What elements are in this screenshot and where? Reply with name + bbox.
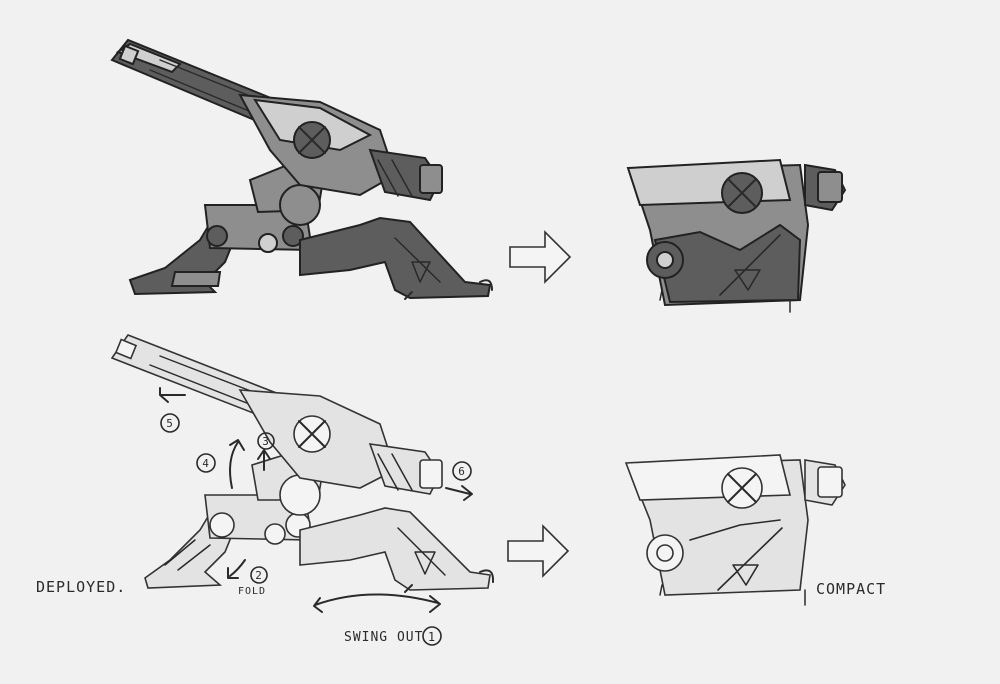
compact-label: COMPACT [816,580,886,598]
svg-text:4: 4 [202,457,210,470]
svg-text:3: 3 [262,435,270,448]
fold-label: FOLD [238,586,266,597]
up-arrow-icon [257,449,271,471]
swing-out-label: SWING OUT [344,630,423,645]
swing-arrow-icon [313,593,441,613]
deployed-label: DEPLOYED. [36,578,126,596]
svg-text:6: 6 [458,465,466,478]
svg-text:1: 1 [428,630,436,644]
deployed-turret-lineart [110,334,495,613]
transform-arrow-top [509,230,572,284]
rotate-arrow-icon [229,441,239,489]
deployed-turret-shaded [110,38,493,300]
svg-text:2: 2 [255,569,263,582]
step-number-5: 5 [160,413,180,433]
compact-turret-shaded [626,158,847,313]
compact-turret-lineart [624,454,846,606]
svg-text:5: 5 [166,417,174,430]
step-number-4: 4 [196,453,216,473]
fold-arrow-icon [227,559,246,579]
grip-slide-arrow-icon [445,485,473,501]
step-number-2: 2 [250,566,268,584]
step-number-3: 3 [257,432,275,450]
transform-arrow-bottom [507,524,570,578]
step-number-6: 6 [452,461,472,481]
barrel-slide-arrow-icon [159,387,186,403]
step-number-1: 1 [422,626,442,646]
